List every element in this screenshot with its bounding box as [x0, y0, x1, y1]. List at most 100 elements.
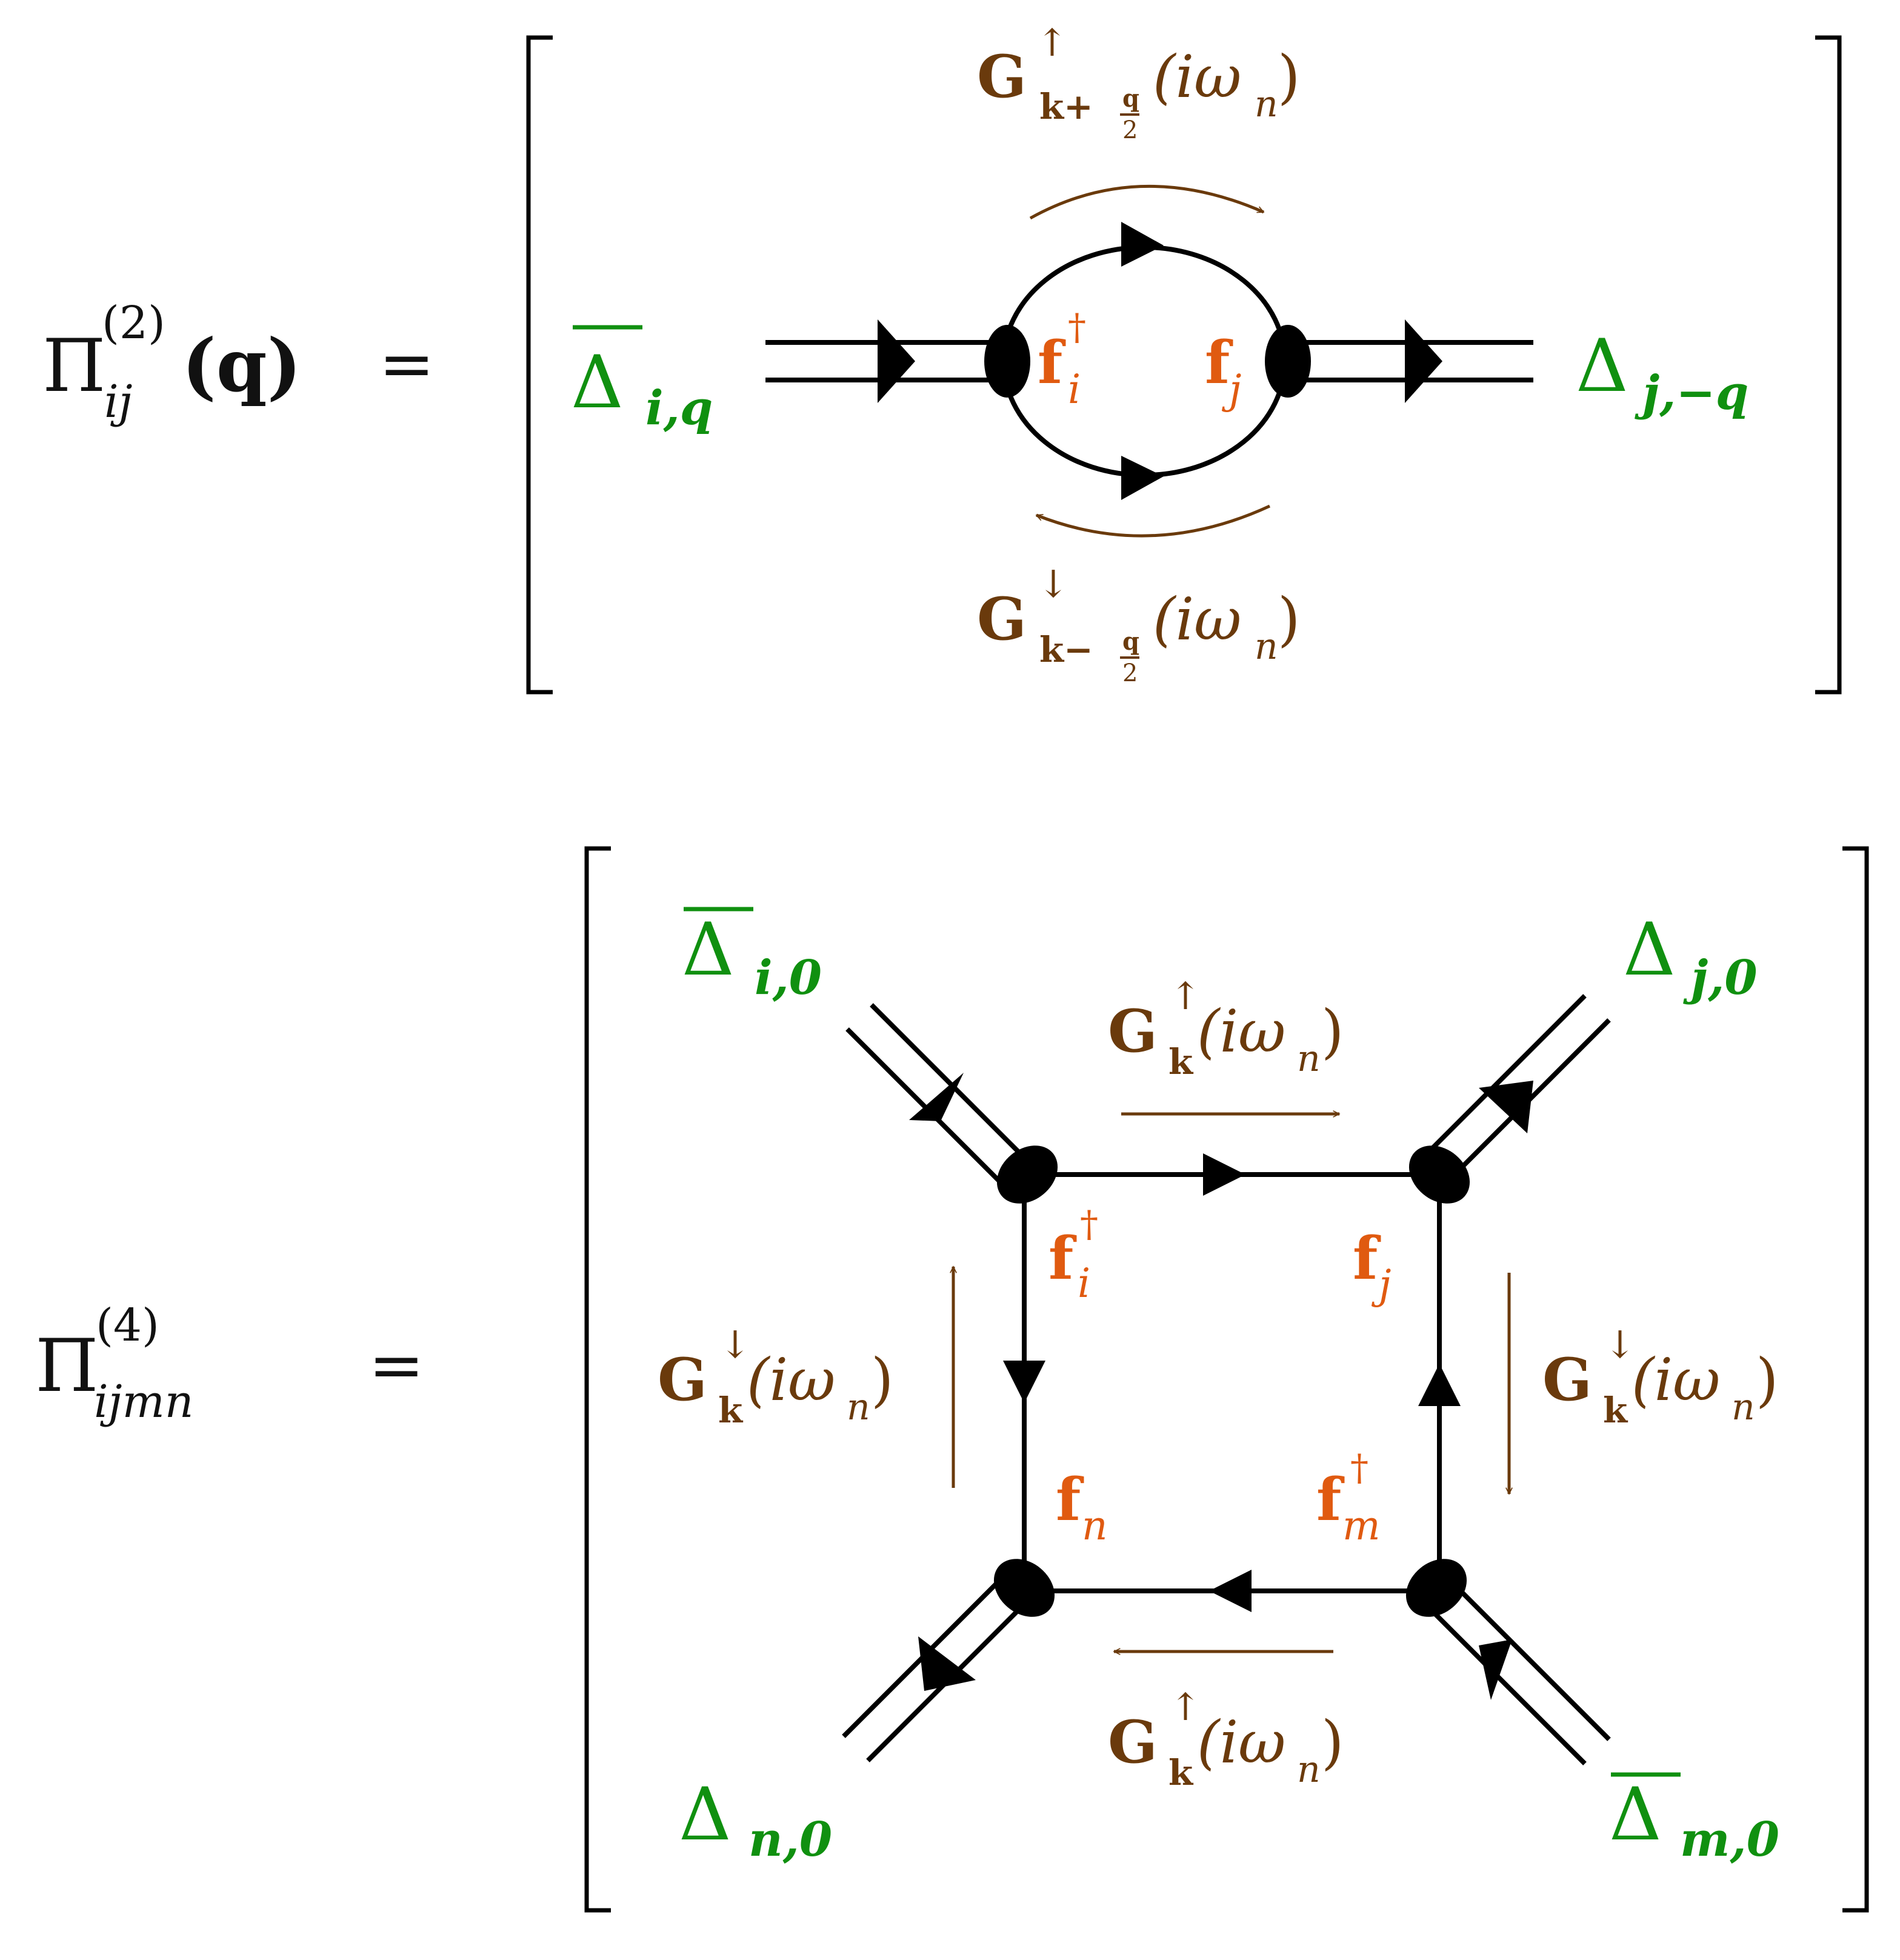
- f-base: f: [1038, 328, 1066, 397]
- pi4-label-delta-bar-m-0: Δ m,0: [1609, 1772, 1779, 1867]
- pi2-external-leg-right: [1288, 319, 1533, 403]
- g-sub: k: [1603, 1390, 1628, 1431]
- g-arg-close: ): [1278, 43, 1300, 111]
- f-base: f: [1316, 1465, 1345, 1534]
- pi4-label-propagator-bottom: G ↑ k (iω n ): [1108, 1685, 1344, 1793]
- g-arg-sub: n: [1297, 1748, 1321, 1791]
- pi4-vertex-bottom-left: [993, 1559, 1055, 1617]
- pi4-label-delta-n-0: Δ n,0: [679, 1773, 832, 1867]
- g-sup: ↑: [1170, 974, 1201, 1018]
- pi4-vertex-top-right: [1408, 1145, 1470, 1204]
- pi4-external-leg-top-left: [845, 1003, 1031, 1188]
- pi2-label-f-i-dagger: f † i: [1038, 306, 1086, 413]
- pi4-label-propagator-left: G ↓ k (iω n ): [658, 1322, 893, 1431]
- g-base: G: [1108, 1708, 1158, 1776]
- g-sup: ↑: [1170, 1685, 1201, 1729]
- pi4-label-f-i-dagger: f † i: [1048, 1203, 1098, 1307]
- g-base: G: [977, 42, 1027, 111]
- g-base: G: [1542, 1345, 1592, 1414]
- pi2-arrowhead-right-leg: [1405, 319, 1442, 403]
- pi2-superscript: (2): [102, 297, 165, 349]
- f-sub: m: [1342, 1502, 1381, 1549]
- f-sup: †: [1068, 306, 1086, 348]
- g-sub-frac-den: 2: [1122, 659, 1138, 687]
- pi4-arrowhead-top-right-leg: [1479, 1081, 1533, 1133]
- pi2-equation: Π (2) ij (q) = Δ: [42, 21, 1842, 695]
- pi4-arrowhead-top-left-leg: [909, 1073, 964, 1121]
- g-arg: (iω: [1153, 585, 1241, 653]
- pi4-superscript: (4): [96, 1299, 159, 1352]
- g-arg-sub: n: [1732, 1386, 1755, 1428]
- pi2-label-propagator-up: G ↑ k+ q 2 (iω n ): [977, 21, 1300, 144]
- g-sub-frac-num: q: [1122, 84, 1139, 113]
- g-arg-sub: n: [847, 1386, 870, 1428]
- pi2-bracket-right: [1815, 35, 1842, 695]
- g-sub: k−: [1039, 629, 1093, 670]
- pi2-momentum-arrow-top: [1029, 184, 1264, 220]
- f-base: f: [1353, 1224, 1381, 1293]
- g-sup: ↓: [1604, 1322, 1636, 1367]
- g-arg-close: ): [1321, 998, 1344, 1065]
- g-sup: ↓: [719, 1322, 751, 1367]
- pi4-fermion-loop: [1003, 1153, 1461, 1612]
- delta-symbol: Δ: [1609, 1773, 1662, 1857]
- g-arg: (iω: [747, 1346, 835, 1414]
- pi2-arrowhead-loop-bottom: [1121, 456, 1164, 500]
- g-base: G: [658, 1345, 707, 1414]
- pi2-lhs: Π (2) ij (q) =: [42, 297, 435, 428]
- g-sub: k: [1168, 1752, 1194, 1793]
- delta-subscript: j,0: [1683, 950, 1758, 1005]
- pi4-bracket-left: [584, 846, 611, 1913]
- pi2-label-propagator-down: G ↓ k− q 2 (iω n ): [977, 562, 1300, 687]
- g-sup: ↑: [1036, 21, 1068, 65]
- delta-subscript: j,−q: [1635, 365, 1748, 421]
- g-arg-close: ): [1756, 1346, 1778, 1414]
- pi4-equals: =: [368, 1326, 424, 1404]
- pi4-arrowhead-left: [1003, 1361, 1045, 1403]
- pi4-external-leg-bottom-left: [842, 1572, 1032, 1762]
- pi4-arrowhead-bottom-right-leg: [1479, 1639, 1512, 1700]
- pi4-subscript: ijmn: [94, 1376, 193, 1428]
- pi4-label-f-n: f n: [1056, 1465, 1108, 1549]
- g-arg-sub: n: [1255, 625, 1278, 668]
- pi2-equals: =: [379, 325, 435, 402]
- pi4-symbol: Π: [35, 1324, 99, 1408]
- pi4-label-delta-bar-i-0: Δ i,0: [682, 907, 822, 1005]
- delta-subscript: i,0: [755, 950, 822, 1005]
- delta-subscript: n,0: [748, 1812, 832, 1867]
- pi2-label-delta-bar-i-q: Δ i,q: [571, 325, 713, 436]
- g-base: G: [1108, 997, 1158, 1065]
- pi4-lhs: Π (4) ijmn =: [35, 1299, 424, 1428]
- f-base: f: [1056, 1465, 1084, 1534]
- pi4-vertex-top-left: [996, 1145, 1058, 1204]
- delta-subscript: i,q: [645, 381, 713, 436]
- f-sub: n: [1082, 1502, 1108, 1549]
- delta-symbol: Δ: [1576, 324, 1628, 408]
- g-sub-frac-num: q: [1122, 627, 1139, 656]
- pi2-arrowhead-loop-top: [1121, 222, 1164, 267]
- delta-symbol: Δ: [679, 1773, 732, 1857]
- f-base: f: [1048, 1224, 1077, 1293]
- g-arg: (iω: [1197, 998, 1285, 1065]
- pi2-vertex-left: [984, 325, 1030, 398]
- pi2-label-f-j: f j: [1205, 328, 1241, 413]
- pi4-equation: Π (4) ijmn =: [35, 846, 1869, 1913]
- g-arg: (iω: [1197, 1708, 1285, 1776]
- pi2-symbol: Π: [42, 324, 106, 408]
- g-arg-sub: n: [1297, 1038, 1321, 1080]
- pi4-external-leg-bottom-right: [1419, 1574, 1611, 1765]
- delta-subscript: m,0: [1680, 1812, 1779, 1867]
- g-sub-frac-den: 2: [1122, 116, 1138, 144]
- g-sub: k: [1168, 1041, 1194, 1082]
- pi4-vertex-bottom-right: [1405, 1559, 1467, 1617]
- delta-symbol: Δ: [571, 341, 624, 425]
- g-base: G: [977, 585, 1027, 653]
- pi4-label-propagator-right: G ↓ k (iω n ): [1542, 1322, 1778, 1431]
- pi4-label-f-m-dagger: f † m: [1316, 1447, 1381, 1549]
- f-sup: †: [1080, 1203, 1098, 1245]
- pi2-argument: (q): [182, 323, 301, 408]
- g-arg-close: ): [1278, 585, 1300, 653]
- pi4-arrowhead-bottom: [1209, 1570, 1252, 1612]
- pi2-vertex-right: [1265, 325, 1311, 398]
